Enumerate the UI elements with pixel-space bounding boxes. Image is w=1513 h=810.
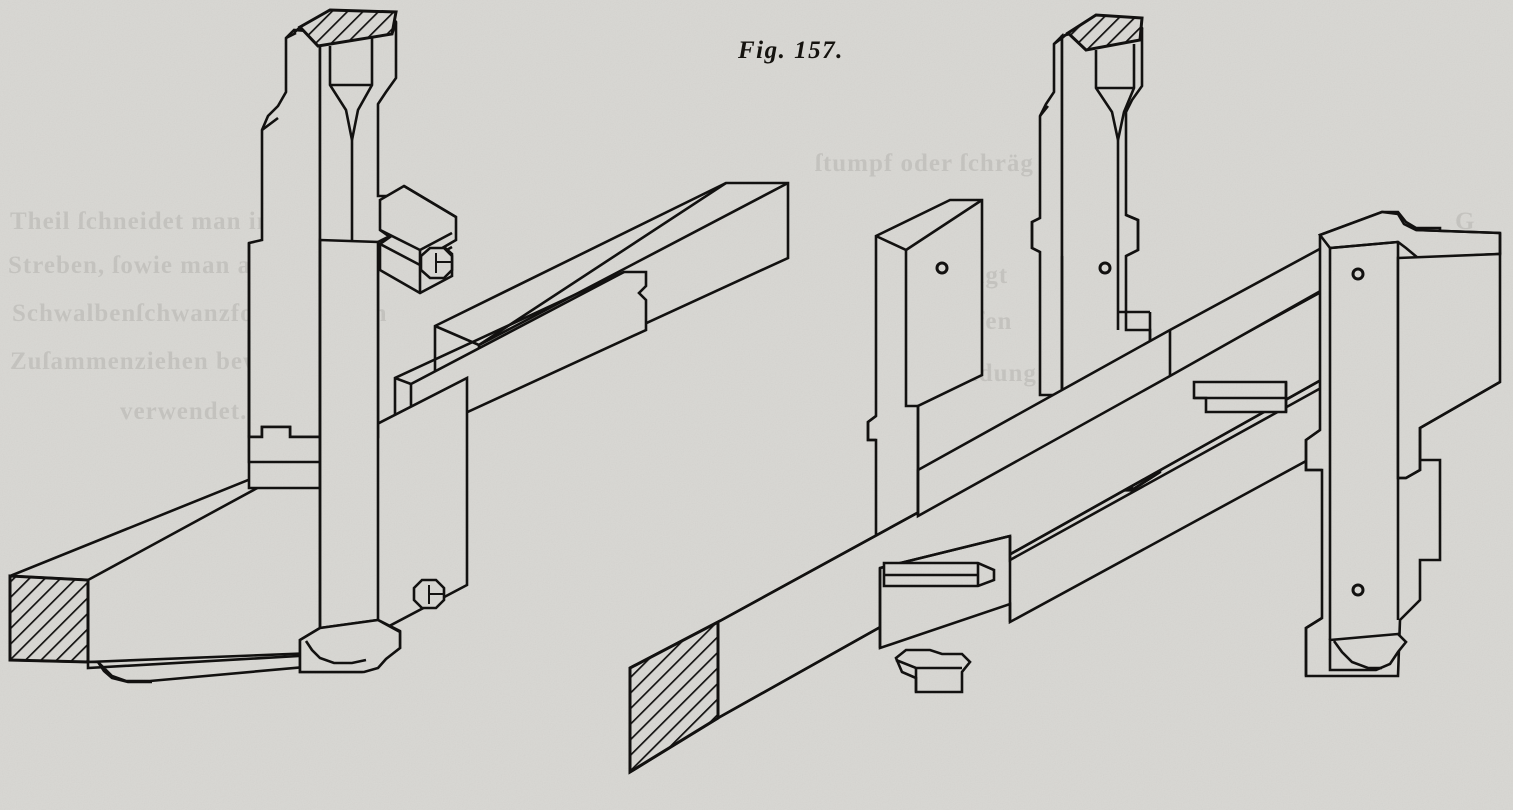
peg-hole <box>1351 267 1365 281</box>
right-tongue <box>882 561 996 588</box>
peg-hole <box>1098 261 1112 275</box>
left-assembly <box>8 8 790 684</box>
left-post-foot <box>298 618 402 674</box>
peg-hole <box>1351 583 1365 597</box>
peg-hole <box>935 261 949 275</box>
right-upright <box>1304 210 1502 678</box>
left-beam-end-section <box>8 574 90 664</box>
right-rail-notch <box>1192 380 1288 414</box>
right-beam-end-section <box>628 619 720 775</box>
right-assembly <box>628 13 1502 775</box>
left-bolt-lower[interactable] <box>412 578 446 610</box>
right-centre-post <box>1030 13 1152 406</box>
right-moulded-foot <box>894 648 972 694</box>
left-bolt-upper[interactable] <box>419 246 454 280</box>
left-beam-base-moulding <box>86 653 318 684</box>
